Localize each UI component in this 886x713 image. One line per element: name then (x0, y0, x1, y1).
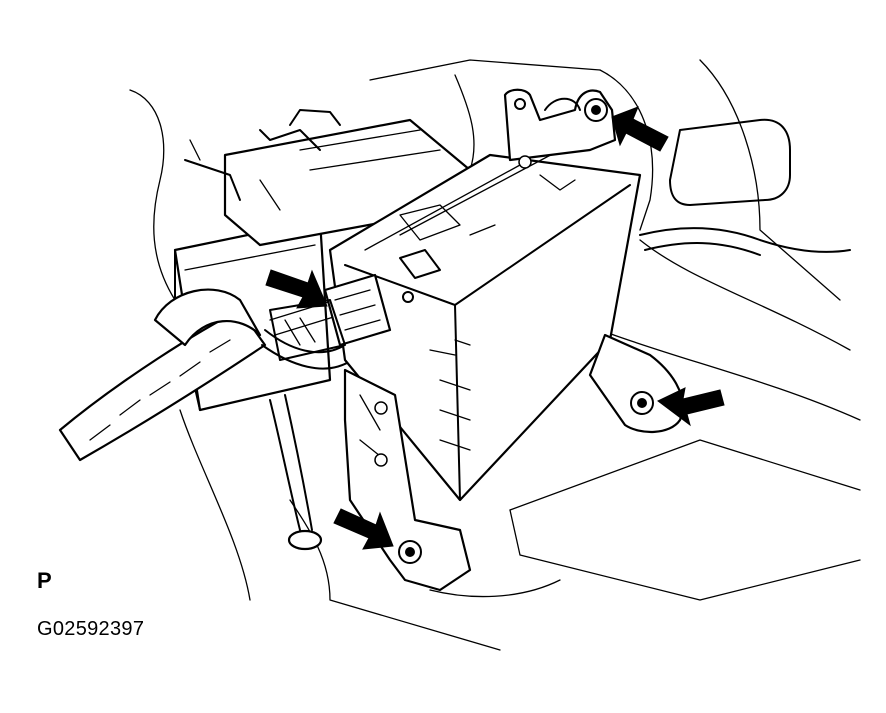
bolt-icon (398, 540, 422, 564)
small-bolt (374, 155, 532, 467)
figure-code: G02592397 (37, 618, 145, 640)
right-bracket (588, 333, 684, 434)
wire-harness (58, 288, 353, 551)
bolt-icon (584, 98, 608, 122)
arrow-icon (657, 387, 725, 427)
arrow-icon (611, 106, 669, 152)
arrow-icon (265, 269, 328, 309)
arrow-icon (333, 508, 394, 550)
bolt-icon (630, 391, 654, 415)
view-label: P (37, 568, 52, 593)
background-panels (129, 59, 861, 651)
